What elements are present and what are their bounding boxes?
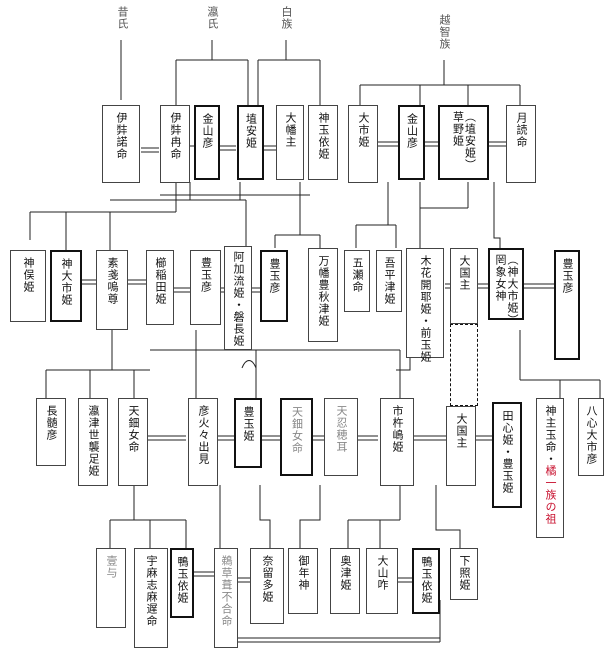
person-okitsu-hime: 奥津姫 (330, 548, 360, 614)
person-kamitamayori-hime: 神玉依姫 (308, 105, 338, 180)
person-ahiratsu-hime: 吾平津姫 (376, 250, 402, 312)
person-hikohohodemi: 彦火々出見 (188, 398, 218, 486)
person-okitsuyosotarashi-hime: 瀛津世襲足姫 (78, 398, 108, 486)
person-kushinada-hime: 櫛稲田姫 (146, 250, 174, 325)
person-ugayafukiaezu: 鵜草葺不合命 (214, 548, 238, 648)
person-izanagi: 伊弉諾命 (102, 105, 140, 183)
person-toyotama-hime: 豊玉姫 (234, 398, 262, 468)
person-susanoo: 素戔嗚尊 (96, 250, 128, 330)
person-yakokoro-oichihiko: 八心大市彦 (578, 398, 604, 476)
person-mitoshi-kami: 御年神 (288, 548, 318, 614)
person-itsuse: 五瀬命 (344, 250, 370, 312)
person-kanayamahiko-1: 金山彦 (194, 105, 220, 180)
person-ichikishima-hime: 市杵嶋姫 (380, 398, 414, 486)
person-kamotamayori-hime-2: 鴨玉依姫 (412, 548, 440, 614)
person-tagori-hime: 田心姫・豊玉姫 (492, 402, 522, 508)
person-mizuhame: 罔象女神 （神大市姫） (488, 248, 524, 326)
person-yorozuhata-hime: 万幡豊秋津姫 (308, 248, 338, 342)
person-ame-no-oshiho: 天忍穂耳 (324, 398, 358, 476)
header-eishi: 瀛氏 (206, 6, 219, 30)
person-okuninushi-1: 大国主 (450, 248, 478, 324)
header-hakuzoku: 白族 (280, 6, 293, 30)
person-izanami: 伊弉冉命 (160, 105, 190, 183)
person-kusano-hime: 草野姫 （埴安姫） (438, 105, 489, 180)
person-iyo: 壹与 (96, 548, 126, 628)
person-shitateru-hime: 下照姫 (450, 548, 478, 600)
person-okuninushi-2: 大国主 (446, 406, 476, 486)
person-oyamakui: 大山咋 (366, 548, 398, 614)
header-sekishi: 昔氏 (116, 6, 129, 30)
person-haniyasu-hime: 埴安姫 (237, 105, 264, 180)
person-kamuoichi-hime: 神大市姫 (50, 250, 82, 322)
person-umashimaji: 宇麻志麻遅命 (134, 548, 168, 648)
person-toyotamahiko-2: 豊玉彦 (260, 250, 288, 322)
person-narutae-hime: 奈留多姫 (250, 548, 284, 624)
person-akaru-hime: 阿加流姫・磐長姫 (224, 246, 252, 350)
person-kamitamanomikoto: 神主玉命・橘一族の祖 (536, 398, 564, 538)
person-ame-no-uzume-1: 天鈿女命 (118, 398, 148, 486)
person-ame-no-uzume-2: 天鈿女命 (280, 398, 313, 476)
person-kanayamahiko-2: 金山彦 (398, 105, 425, 180)
person-kamotamayori-hime-1: 鴨玉依姫 (170, 548, 194, 618)
okuninushi-dashed-link (450, 324, 478, 406)
person-toyotamahiko-1: 豊玉彦 (190, 250, 221, 325)
person-kamuo-hime: 神俣姫 (10, 250, 46, 322)
person-nagasunehiko: 長髄彦 (36, 398, 66, 466)
person-ohata-nushi: 大幡主 (276, 105, 304, 180)
header-ochi: 越智族 (438, 14, 451, 50)
person-tsukuyomi: 月読命 (506, 105, 536, 183)
person-oichi-hime: 大市姫 (348, 105, 378, 183)
person-konohana-sakuya-hime: 木花開耶姫・前玉姫 (406, 248, 444, 363)
person-toyotamahiko-3: 豊玉彦 (554, 250, 580, 360)
